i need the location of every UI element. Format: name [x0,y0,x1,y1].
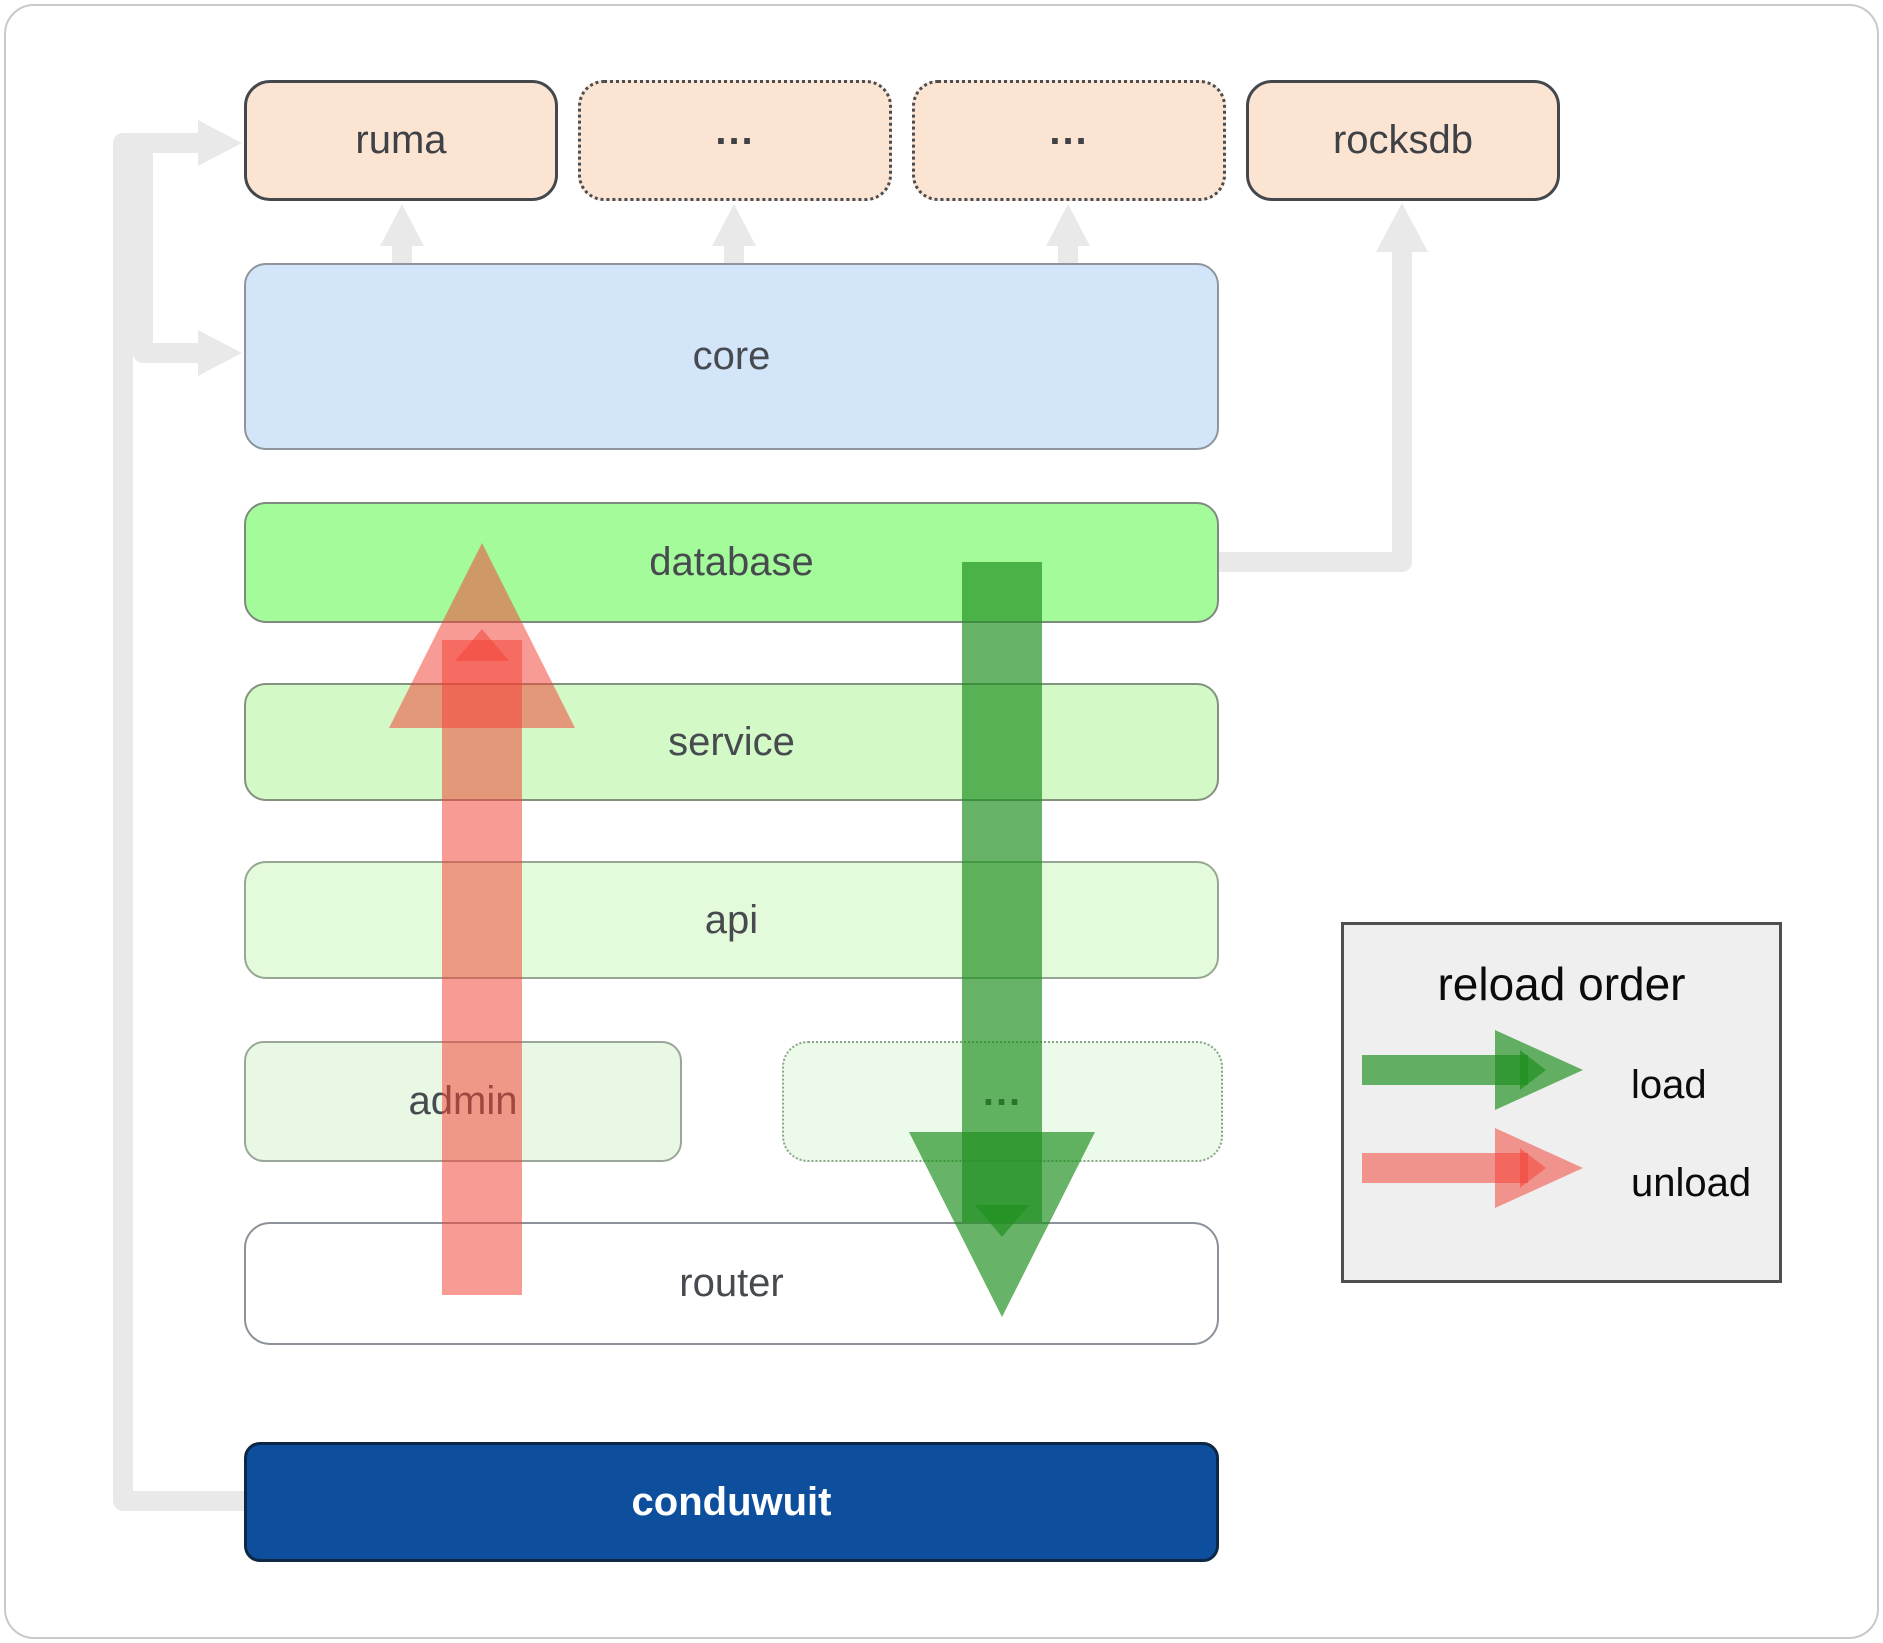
legend-load-arrow-icon [1362,1030,1583,1110]
node-router: router [244,1222,1219,1345]
legend-unload-arrow-icon [1362,1128,1583,1208]
arrow-core-to-crates-more-2 [1046,204,1090,264]
node-core: core [244,263,1219,450]
ellipsis-label: ... [1049,109,1089,153]
arrow-core-to-ruma [380,204,424,264]
node-router-label: router [679,1261,784,1305]
node-rocksdb-label: rocksdb [1332,118,1474,162]
node-rocksdb: rocksdb [1246,80,1560,201]
node-database: database [244,502,1219,623]
node-ruma-label: ruma [355,118,447,162]
node-service-label: service [668,719,795,764]
arrow-core-to-crates-more-1 [712,204,756,264]
legend-title: reload order [1437,958,1686,1010]
connector-conduwuit-ruma [113,120,246,1511]
node-database-label: database [649,540,814,584]
legend-unload-label: unload [1631,1161,1752,1205]
node-ruma: ruma [244,80,558,201]
legend-load-label: load [1631,1063,1707,1107]
node-conduwuit: conduwuit [244,1442,1219,1562]
node-api-label: api [704,897,759,942]
load-arrow [909,562,1095,1317]
node-crates-more-2: ... [912,80,1226,201]
unload-arrow [389,543,575,1295]
node-conduwuit-label: conduwuit [631,1479,832,1524]
node-core-label: core [692,334,771,378]
node-crates-more-1: ... [578,80,892,201]
legend: reload order load unload [1341,922,1782,1283]
connector-conduwuit-core [133,148,242,376]
node-api: api [244,861,1219,979]
connector-database-rocksdb [1218,203,1428,572]
ellipsis-label: ... [715,109,755,153]
